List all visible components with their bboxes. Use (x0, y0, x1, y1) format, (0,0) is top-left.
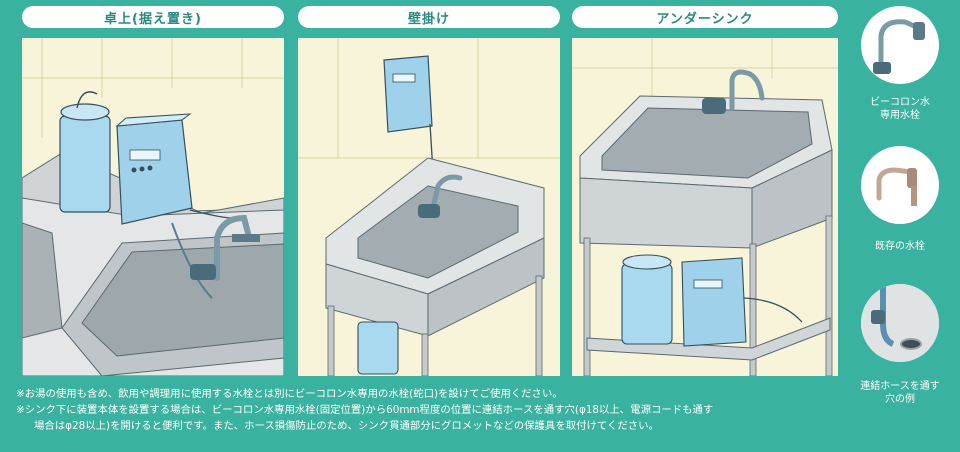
note-line: ※シンク下に装置本体を設置する場合は、ビーコロン水専用水栓(固定位置)から60m… (16, 404, 714, 416)
side-label-line: ビーコロン水 (870, 97, 930, 108)
existing-faucet-icon (861, 146, 939, 224)
under-tank (621, 263, 673, 345)
note-line: ※お湯の使用も含め、飲用や調理用に使用する水栓とは別にビーコロン水専用の水栓(蛇… (16, 388, 563, 400)
under-sink-scene (572, 38, 838, 376)
side-label-line: 既存の水栓 (875, 241, 925, 252)
water-tank (59, 115, 111, 213)
tabletop-scene (22, 38, 284, 376)
panel-title-under-sink: アンダーシンク (572, 6, 838, 28)
wall-device (383, 55, 433, 133)
hose-hole-icon (861, 284, 939, 362)
panel-title-tabletop: 卓上(据え置き) (22, 6, 284, 28)
wall-mount-scene (298, 38, 560, 376)
notes: ※お湯の使用も含め、飲用や調理用に使用する水栓とは別にビーコロン水専用の水栓(蛇… (16, 386, 946, 434)
illustration-tabletop (22, 38, 284, 376)
side-label-biocolon-faucet: ビーコロン水 専用水栓 (842, 96, 958, 122)
illustration-under-sink (572, 38, 838, 376)
illustration-wall-mount (298, 38, 560, 376)
biocolon-device (116, 119, 193, 225)
side-label-line: 連結ホースを通す (860, 381, 940, 392)
note-line: 場合はφ28以上)を開けると便利です。また、ホース損傷防止のため、シンク貫通部分… (34, 420, 659, 432)
under-device (681, 257, 747, 347)
side-label-existing-faucet: 既存の水栓 (842, 240, 958, 253)
biocolon-faucet-icon (861, 6, 939, 84)
faucet-head (190, 264, 216, 280)
side-label-line: 穴の例 (885, 394, 915, 405)
panel-title-wall-mount: 壁掛け (298, 6, 560, 28)
side-label-hose-hole: 連結ホースを通す 穴の例 (842, 380, 958, 406)
side-label-line: 専用水栓 (880, 110, 920, 121)
